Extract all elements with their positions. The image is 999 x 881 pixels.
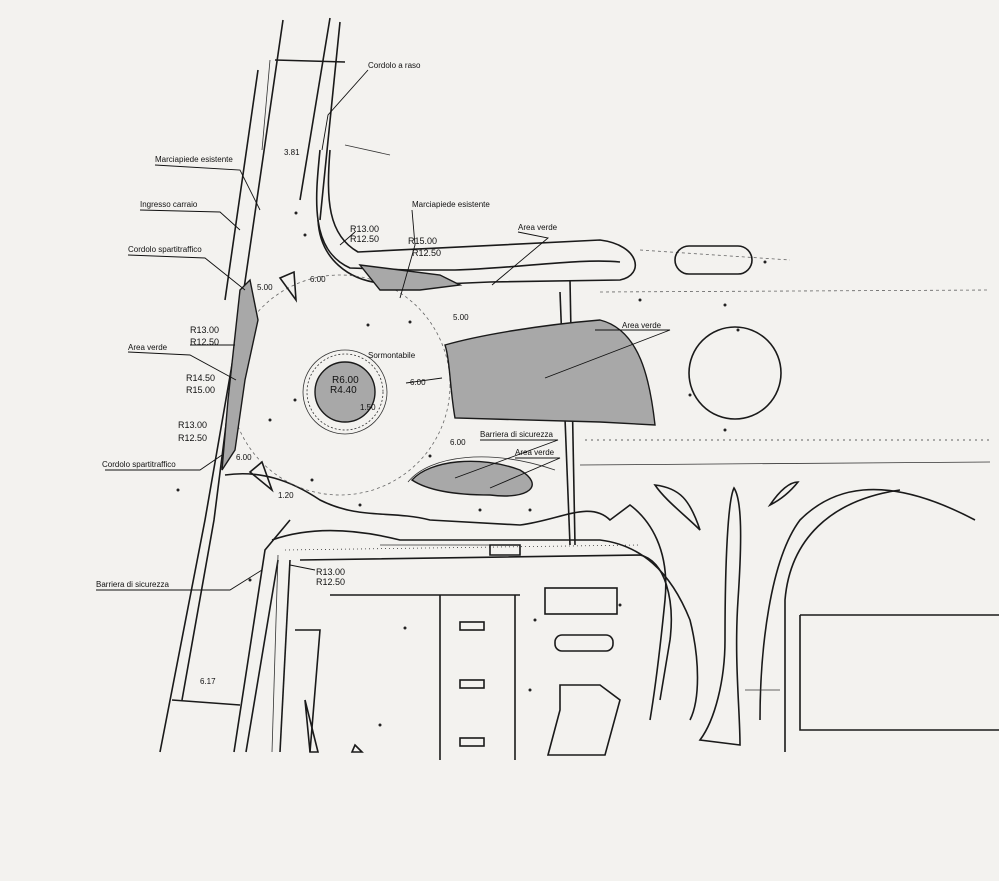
dim-5-00-center: 5.00 xyxy=(453,313,469,322)
label-cordolo-spartitraffico-bottom: Cordolo spartitraffico xyxy=(102,460,176,469)
dim-6-00-center: 6.00 xyxy=(410,378,426,387)
label-area-verde-right: Area verde xyxy=(622,321,662,330)
island-pill xyxy=(674,245,753,275)
label-barriera-sicurezza-center: Barriera di sicurezza xyxy=(480,430,553,439)
central-island xyxy=(314,361,376,423)
dim-r4-40: R4.40 xyxy=(330,385,357,396)
label-area-verde-left: Area verde xyxy=(128,343,168,352)
dim-6-17: 6.17 xyxy=(200,677,216,686)
roundabout-outer-ring xyxy=(302,349,388,435)
label-cordolo-raso: Cordolo a raso xyxy=(368,61,421,70)
label-cordolo-spartitraffico-top: Cordolo spartitraffico xyxy=(128,245,202,254)
parking-marker-3 xyxy=(459,737,485,747)
dim-r6-00: R6.00 xyxy=(332,375,359,386)
traffic-islands xyxy=(248,245,800,756)
dim-r13-bottom: R13.00 xyxy=(316,567,345,577)
dim-r15-left: R15.00 xyxy=(186,385,215,395)
dim-1-20: 1.20 xyxy=(278,491,294,500)
dim-r12-50-top-b: R12.50 xyxy=(412,248,441,258)
dim-r12-50-top: R12.50 xyxy=(350,234,379,244)
label-sormontabile: Sormontabile xyxy=(368,351,416,360)
island-circle xyxy=(688,326,782,420)
roundabout xyxy=(229,274,451,496)
parking-pill xyxy=(554,634,614,652)
dim-r12-50-left-b: R12.50 xyxy=(178,433,207,443)
dimension-annotations: 3.81 R13.00 R12.50 R15.00 R12.50 6.00 5.… xyxy=(178,148,469,686)
dim-6-00-left: 6.00 xyxy=(236,453,252,462)
label-barriera-sicurezza-left: Barriera di sicurezza xyxy=(96,580,169,589)
dim-3-81: 3.81 xyxy=(284,148,300,157)
road-edges xyxy=(159,17,999,760)
dim-r14-50: R14.50 xyxy=(186,373,215,383)
dim-6-00-mid: 6.00 xyxy=(450,438,466,447)
splitter-island-top xyxy=(278,270,297,303)
island-wedge-right xyxy=(767,481,800,508)
parking-marker-1 xyxy=(459,621,485,631)
green-area-small xyxy=(410,460,533,497)
parking-block xyxy=(546,684,621,756)
label-marciapiede-esistente-top: Marciapiede esistente xyxy=(412,200,490,209)
dim-r12-50-bottom: R12.50 xyxy=(316,577,345,587)
annotation-labels: Cordolo a raso Marciapiede esistente Ing… xyxy=(96,61,662,589)
dim-r12-50-left: R12.50 xyxy=(190,337,219,347)
dim-1-50: 1.50 xyxy=(360,403,376,412)
green-areas xyxy=(221,264,656,497)
label-area-verde-top: Area verde xyxy=(518,223,558,232)
green-area-left xyxy=(221,278,259,471)
dim-5-00-left: 5.00 xyxy=(257,283,273,292)
dim-r13-top: R13.00 xyxy=(350,224,379,234)
parking-kiosk xyxy=(544,587,618,615)
island-long xyxy=(698,486,742,746)
dim-6-00-top: 6.00 xyxy=(310,275,326,284)
splitter-island-bottom xyxy=(248,460,274,493)
parking-marker-2 xyxy=(459,679,485,689)
dim-r15-top: R15.00 xyxy=(408,236,437,246)
dim-r13-left: R13.00 xyxy=(190,325,219,335)
green-area-top xyxy=(358,264,463,291)
green-area-right xyxy=(444,319,656,426)
label-marciapiede-esistente: Marciapiede esistente xyxy=(155,155,233,164)
label-area-verde-small: Area verde xyxy=(515,448,555,457)
dim-r13-left-b: R13.00 xyxy=(178,420,207,430)
island-wedge-left xyxy=(653,483,701,531)
leader-lines xyxy=(96,69,671,591)
survey-points xyxy=(176,211,767,727)
label-ingresso-carraio: Ingresso carraio xyxy=(140,200,198,209)
